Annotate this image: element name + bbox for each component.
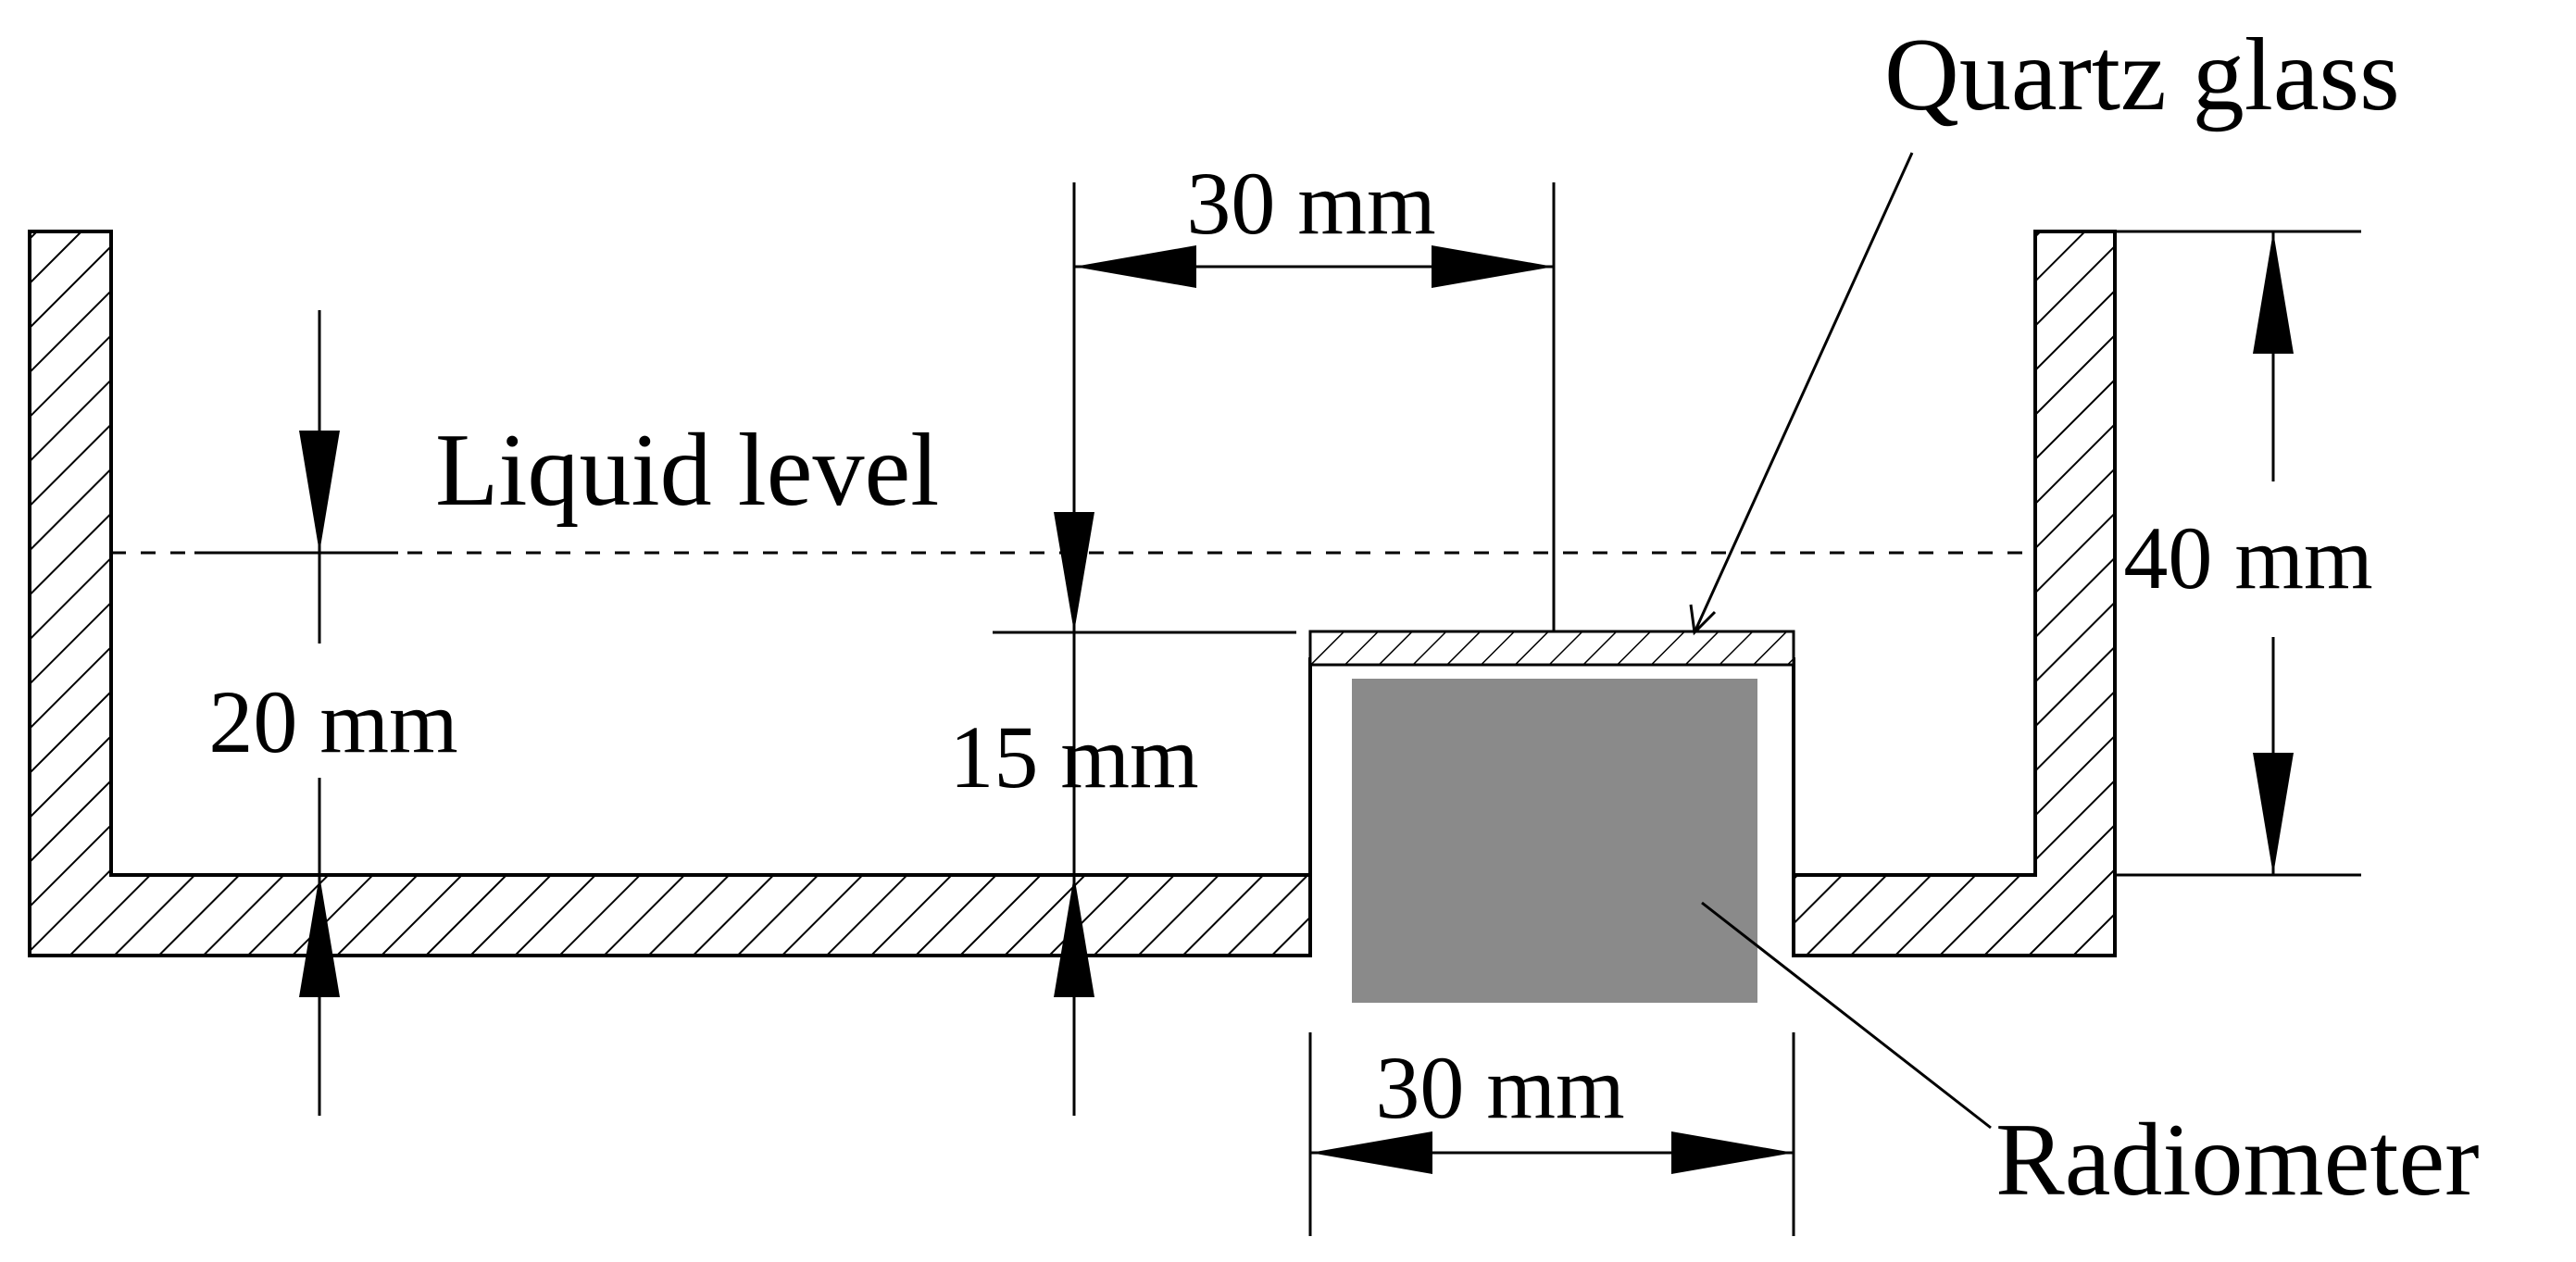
- dimension-container-height: 40 mm: [2123, 231, 2373, 875]
- container-wall-right: [1792, 230, 2117, 957]
- dimension-top-width: 30 mm: [1074, 154, 1554, 288]
- dimension-container-height-label: 40 mm: [2123, 508, 2372, 607]
- quartz-glass-label: Quartz glass: [1884, 18, 2400, 132]
- dimension-bottom-width-label: 30 mm: [1375, 1038, 1624, 1137]
- container-wall-left: [28, 230, 1312, 957]
- dimension-glass-depth: 15 mm: [949, 267, 1199, 1116]
- dimension-top-width-label: 30 mm: [1186, 154, 1435, 253]
- dimension-glass-depth-label: 15 mm: [949, 707, 1198, 806]
- quartz-glass-leader: [1689, 152, 1914, 636]
- radiometer-leader: [1701, 901, 1992, 1130]
- dimension-bottom-width: 30 mm: [1310, 1038, 1794, 1174]
- radiometer-sensor: [1352, 679, 1757, 1003]
- liquid-level-label: Liquid level: [435, 413, 939, 528]
- radiometer-label: Radiometer: [1995, 1103, 2479, 1218]
- dimension-liquid-depth-label: 20 mm: [208, 672, 457, 771]
- dimension-liquid-depth: 20 mm: [194, 310, 458, 1116]
- quartz-glass-plate: [1308, 630, 1795, 667]
